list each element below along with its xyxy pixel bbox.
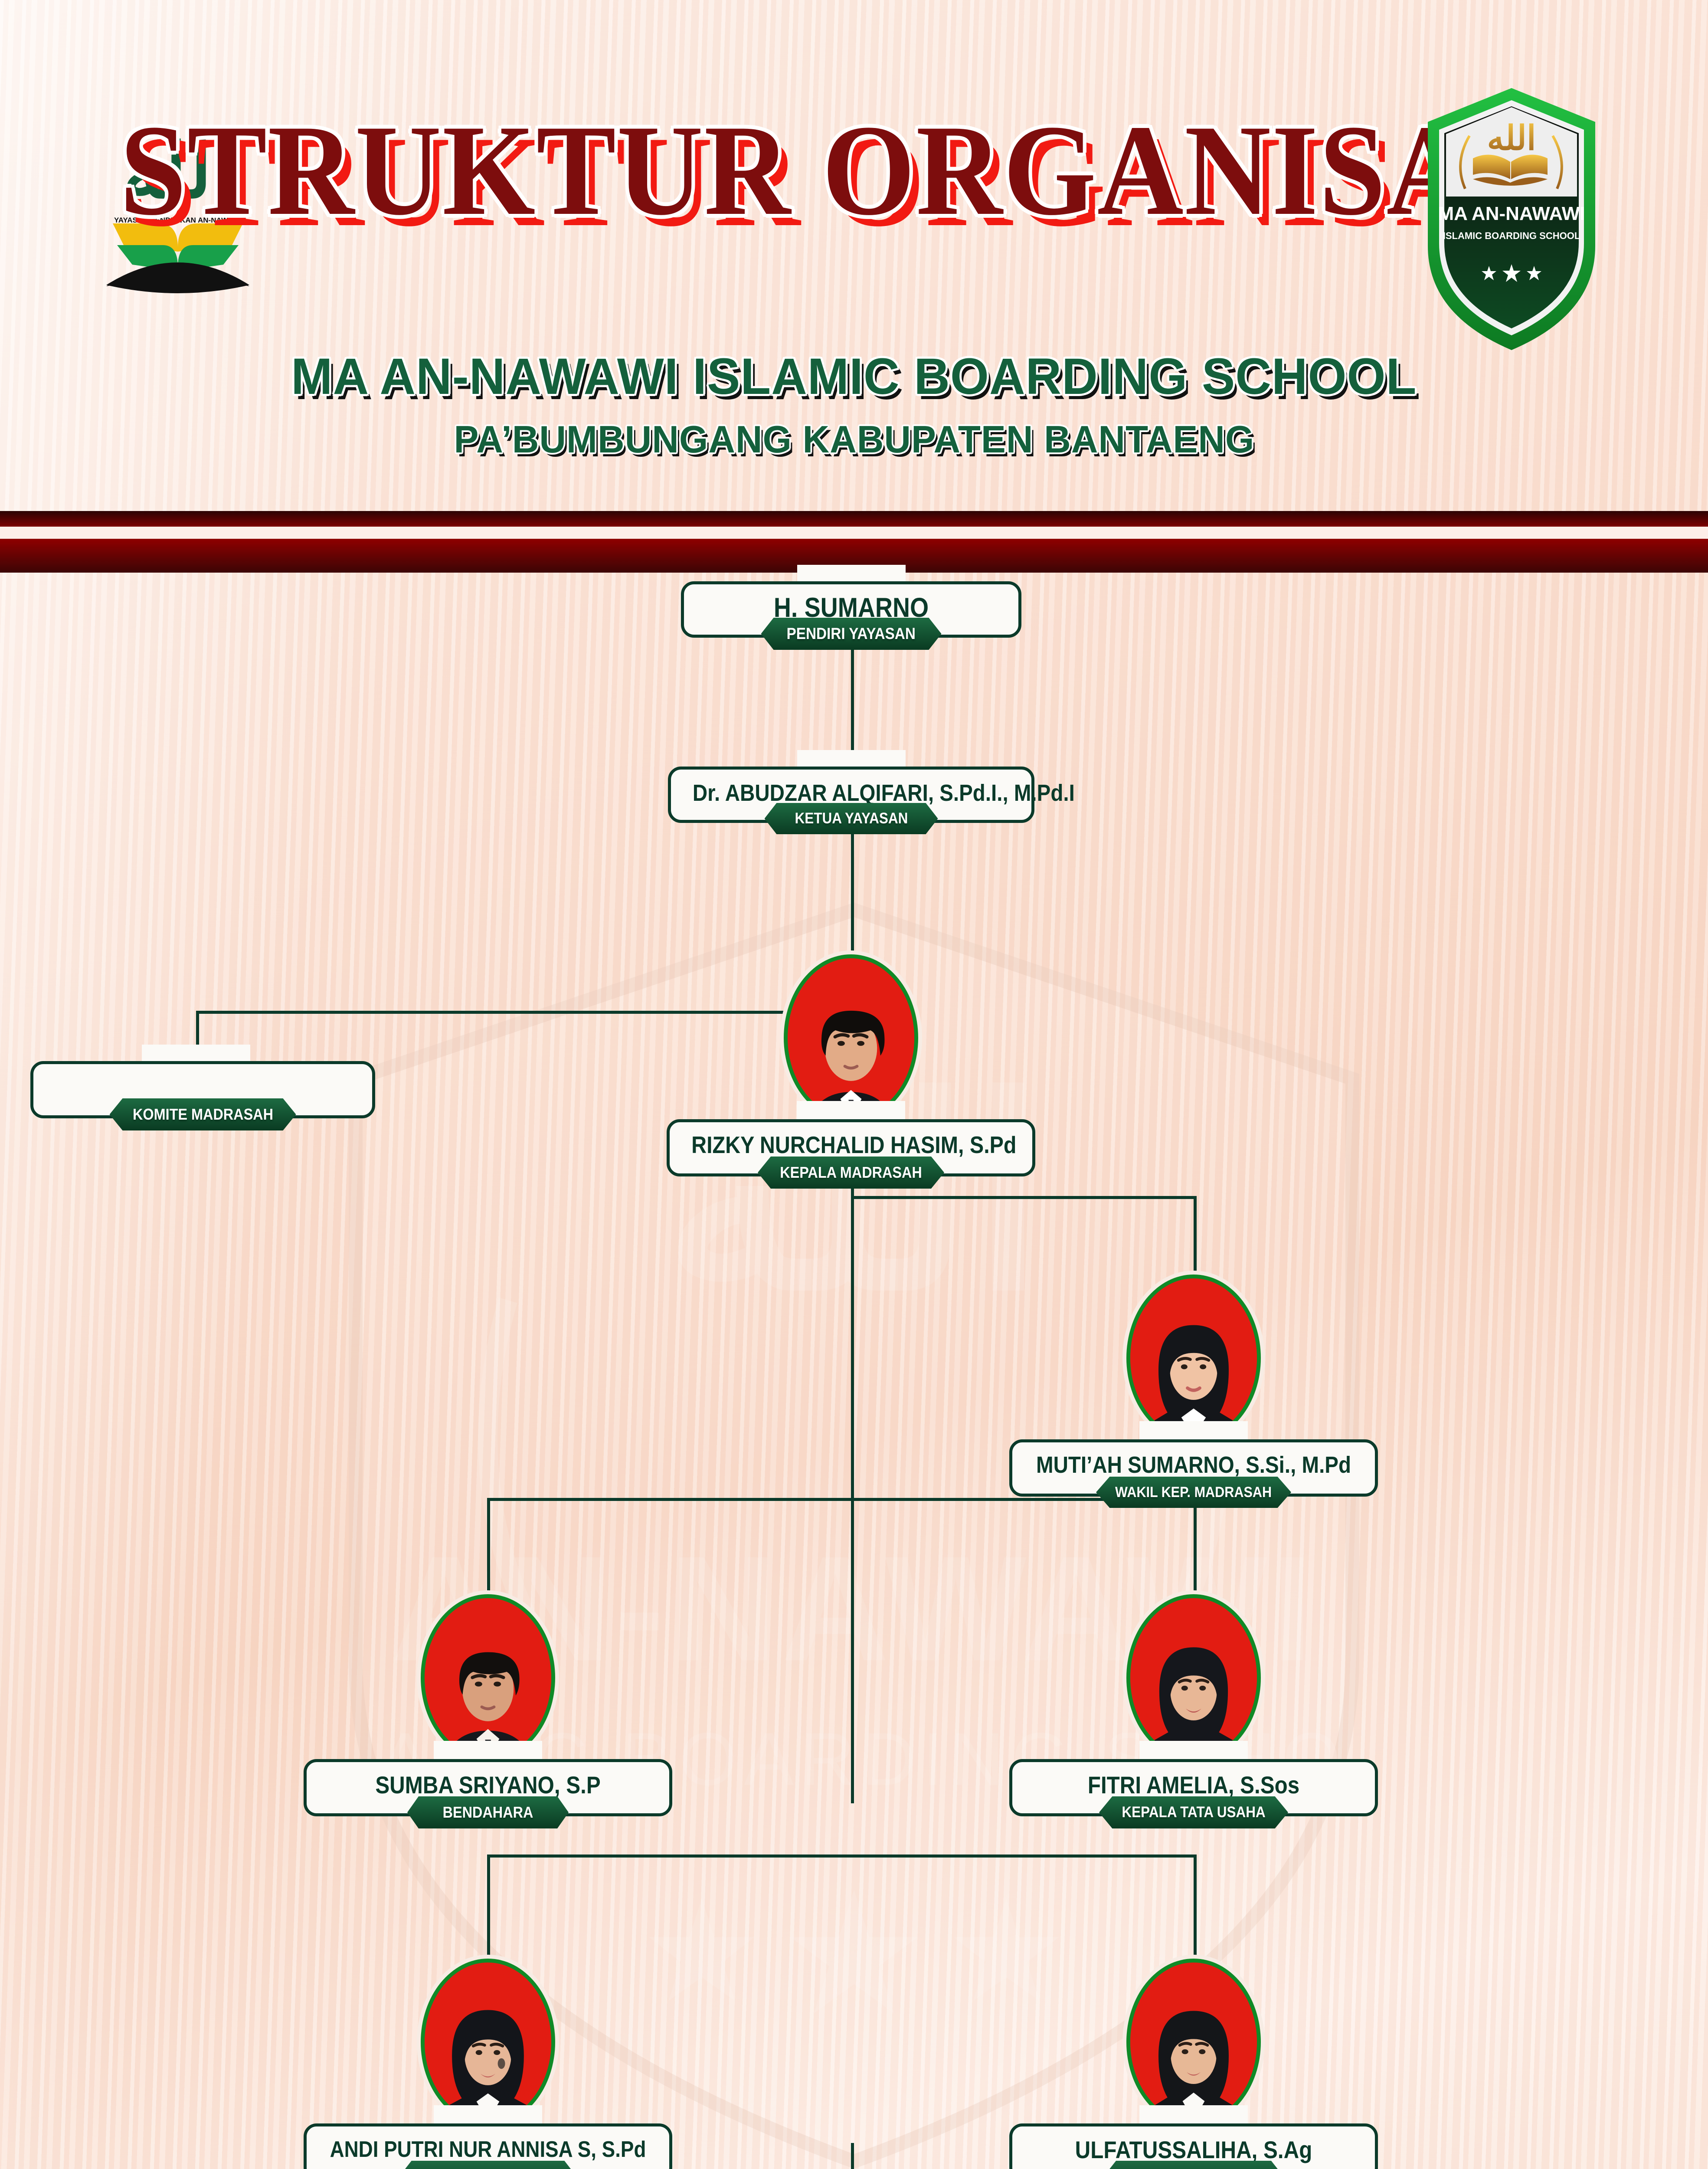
node-role: WAKA KESISWAAN (1130, 2168, 1258, 2169)
portrait-female-hijab (1130, 1963, 1257, 2121)
avatar-kepala-madrasah (784, 954, 918, 1121)
edge-kepala-wakil-h (851, 1196, 1197, 1199)
avatar-waka-kesiswaan (1126, 1959, 1261, 2126)
node-waka-kesiswaan[interactable]: ULFATUSSALIHA, S.Ag WAKA KESISWAAN (1009, 1959, 1378, 2169)
node-name: MUTI’AH SUMARNO, S.Si., M.Pd (1036, 1452, 1351, 1478)
svg-text:الله: الله (1487, 119, 1536, 157)
node-bendahara[interactable]: SUMBA SRIYANO, S.P BENDAHARA (304, 1594, 672, 1828)
node-role: KEPALA TATA USAHA (1122, 1804, 1266, 1821)
node-ketua-yayasan[interactable]: Dr. ABUDZAR ALQIFARI, S.Pd.I., M.Pd.I KE… (668, 750, 1075, 834)
node-name: Dr. ABUDZAR ALQIFARI, S.Pd.I., M.Pd.I (692, 780, 1075, 806)
card-notch (434, 2105, 542, 2124)
edge-wakil-v (1194, 1196, 1197, 1276)
avatar-kepala-tata-usaha (1126, 1594, 1261, 1761)
node-role: KOMITE MADRASAH (132, 1105, 273, 1123)
edge-pendiri-ketua (851, 631, 854, 766)
portrait-female-hijab (1130, 1599, 1257, 1756)
page-title: STRUKTUR ORGANISASI (119, 98, 1589, 242)
portrait-female-hijab (425, 1963, 551, 2121)
poster-title-wrap: STRUKTUR ORGANISASI (0, 98, 1708, 242)
node-name (54, 1064, 352, 1075)
node-name: ANDI PUTRI NUR ANNISA S, S.Pd (330, 2137, 646, 2162)
node-kepala-madrasah[interactable]: RIZKY NURCHALID HASIM, S.Pd KEPALA MADRA… (667, 954, 1035, 1189)
edge-tatausaha-v (1194, 1498, 1197, 1596)
edge-row4-h (487, 1498, 1196, 1501)
edge-ketua-kepala (851, 818, 854, 1082)
node-name: SUMBA SRIYANO, S.P (375, 1771, 601, 1799)
node-role: PENDIRI YAYASAN (786, 625, 916, 642)
badge-line1: MA AN-NAWAWI (1438, 203, 1585, 224)
node-name: ULFATUSSALIHA, S.Ag (1075, 2136, 1312, 2163)
edge-kurikulum-v (487, 1854, 490, 1960)
edge-row5-h (487, 1854, 1196, 1858)
node-role-tag: BENDAHARA (407, 1796, 569, 1828)
edge-kesiswaan-v (1194, 1854, 1197, 1960)
card-notch (1139, 1741, 1248, 1760)
svg-text:YAYASAN PENDIDIKAN AN-NAWAWI: YAYASAN PENDIDIKAN AN-NAWAWI (114, 216, 242, 224)
svg-text:الله: الله (123, 130, 233, 214)
portrait-female-hijab (1130, 1279, 1257, 1437)
node-role-tag: PENDIRI YAYASAN (761, 618, 942, 650)
edge-bendahara-v (487, 1498, 490, 1596)
node-wakil-kepala-madrasah[interactable]: MUTI’AH SUMARNO, S.Si., M.Pd WAKIL KEP. … (1009, 1275, 1378, 1508)
node-pendiri[interactable]: H. SUMARNO PENDIRI YAYASAN (681, 565, 1021, 650)
avatar-waka-kurikulum (421, 1959, 555, 2126)
organization-chart: H. SUMARNO PENDIRI YAYASAN Dr. ABUDZAR A… (0, 565, 1708, 2169)
node-role-tag: KEPALA MADRASAH (758, 1157, 944, 1189)
node-role: KEPALA MADRASAH (780, 1163, 922, 1181)
poster-header: الله YAYASAN PENDIDIKAN AN-NAWAWI STRUKT… (0, 0, 1708, 523)
node-role-tag: WAKIL KEP. MADRASAH (1096, 1477, 1291, 1508)
card-notch (797, 565, 906, 582)
divider-band-white (0, 527, 1708, 539)
card-notch (1139, 1421, 1248, 1440)
node-kepala-tata-usaha[interactable]: FITRI AMELIA, S.Sos KEPALA TATA USAHA (1009, 1594, 1378, 1828)
card-notch (141, 1045, 250, 1062)
portrait-male (788, 959, 914, 1117)
node-komite-madrasah[interactable]: KOMITE MADRASAH (30, 1045, 375, 1130)
node-waka-kurikulum[interactable]: ANDI PUTRI NUR ANNISA S, S.Pd WAKA KURIK… (304, 1959, 672, 2169)
node-role-tag: KOMITE MADRASAH (109, 1098, 296, 1130)
node-role-tag: WAKA KESISWAAN (1103, 2161, 1284, 2169)
divider-band-dark (0, 511, 1708, 527)
node-role-tag: KETUA YAYASAN (764, 803, 938, 834)
school-name: MA AN-NAWAWI ISLAMIC BOARDING SCHOOL (291, 348, 1417, 405)
node-role: BENDAHARA (442, 1803, 533, 1821)
edge-kepala-komite-v (196, 1011, 199, 1061)
poster-subtitle-wrap: MA AN-NAWAWI ISLAMIC BOARDING SCHOOL PA’… (0, 347, 1708, 462)
card-notch (434, 1741, 542, 1760)
card-notch (1139, 2105, 1248, 2124)
school-badge-icon: الله MA AN-NAWAWI ISLAMIC BOARDING SCHOO… (1428, 88, 1595, 350)
avatar-wakil-kepala-madrasah (1126, 1275, 1261, 1442)
badge-line2: ISLAMIC BOARDING SCHOOL (1443, 230, 1580, 241)
card-notch (797, 750, 906, 767)
edge-kepala-komite-h (196, 1011, 853, 1014)
avatar-bendahara (421, 1594, 555, 1761)
node-name: FITRI AMELIA, S.Sos (1087, 1771, 1300, 1799)
school-location: PA’BUMBUNGANG KABUPATEN BANTAENG (454, 418, 1254, 461)
edge-kurikulum-down (851, 2143, 854, 2169)
node-card[interactable]: ANDI PUTRI NUR ANNISA S, S.Pd (304, 2123, 672, 2169)
card-notch (797, 1101, 905, 1120)
node-role: WAKIL KEP. MADRASAH (1115, 1484, 1272, 1501)
node-role-tag: KEPALA TATA USAHA (1099, 1796, 1288, 1828)
node-card[interactable]: H. SUMARNO (681, 581, 1021, 638)
node-name: RIZKY NURCHALID HASIM, S.Pd (691, 1131, 1017, 1158)
node-name: H. SUMARNO (773, 593, 929, 623)
node-card[interactable]: Dr. ABUDZAR ALQIFARI, S.Pd.I., M.Pd.I (668, 767, 1075, 823)
node-role: WAKA KURIKULUM (424, 2168, 552, 2169)
node-role: KETUA YAYASAN (795, 810, 908, 827)
node-role-tag: WAKA KURIKULUM (399, 2161, 577, 2169)
node-card[interactable]: FITRI AMELIA, S.Sos (1009, 1759, 1378, 1816)
portrait-male (425, 1599, 551, 1757)
yayasan-logo: الله YAYASAN PENDIDIKAN AN-NAWAWI (106, 130, 249, 293)
node-card[interactable]: ULFATUSSALIHA, S.Ag (1009, 2123, 1378, 2169)
